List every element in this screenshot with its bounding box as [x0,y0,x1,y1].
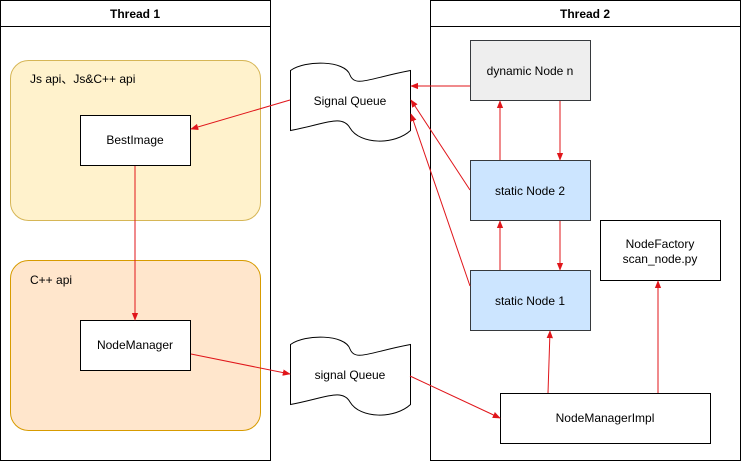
signal-queue-top: Signal Queue [290,62,411,142]
node-factory-node: NodeFactory scan_node.py [600,220,721,281]
dynamic-node-n-label: dynamic Node n [487,64,574,78]
signal-queue-bottom: signal Queue [290,336,411,416]
static-node-2: static Node 2 [470,160,591,221]
node-manager-impl-label: NodeManagerImpl [556,411,655,425]
node-factory-label-line2: scan_node.py [623,252,698,266]
static-node-1-label: static Node 1 [495,294,565,308]
node-manager-label: NodeManager [97,338,173,352]
static-node-2-label: static Node 2 [495,184,565,198]
dynamic-node-n: dynamic Node n [470,40,591,101]
node-manager-node: NodeManager [80,320,191,371]
signal-queue-top-label: Signal Queue [314,94,387,108]
js-api-region-label: Js api、Js&C++ api [30,72,135,86]
node-factory-label-line1: NodeFactory [626,237,695,251]
best-image-node: BestImage [80,115,191,166]
edge-node-manager-to-signal-queue [190,353,291,376]
edge-signal-queue-to-best-image [190,99,291,131]
thread1-title: Thread 1 [110,7,160,21]
signal-queue-bottom-label: signal Queue [315,368,386,382]
node-manager-impl-node: NodeManagerImpl [500,393,711,444]
thread2-title: Thread 2 [560,7,610,21]
edge-signal-queue-to-node-manager-impl [409,375,501,419]
edge-static-node-1-to-signal-queue [410,113,471,287]
best-image-label: BestImage [106,133,164,147]
cpp-api-region-label: C++ api [30,273,72,287]
static-node-1: static Node 1 [470,270,591,331]
edge-static-node-2-to-signal-queue [410,99,471,191]
edge-node-manager-impl-to-static-node-1 [546,330,553,394]
edges [131,82,662,419]
